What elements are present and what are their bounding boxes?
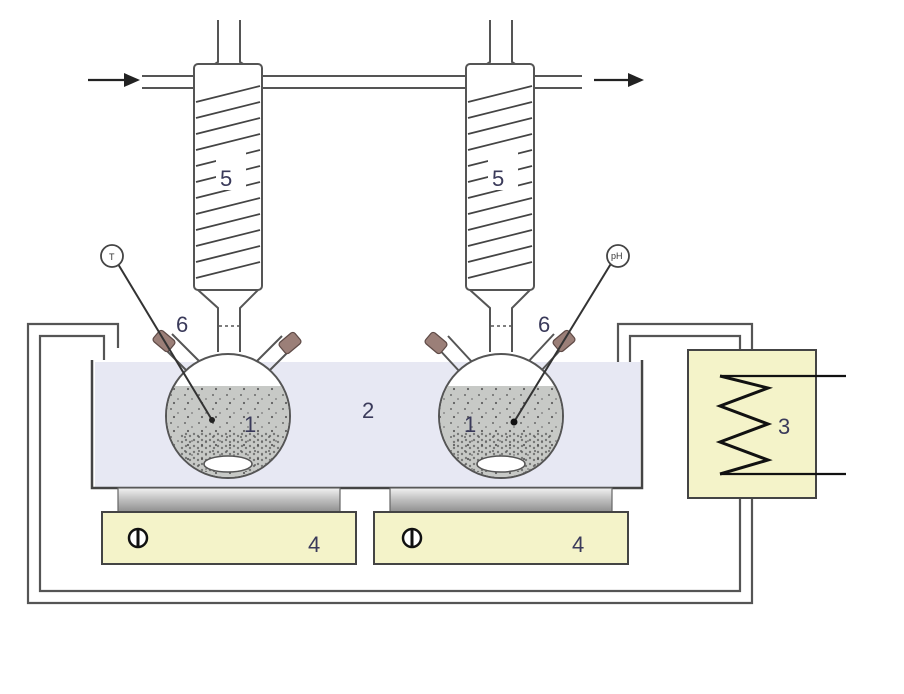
condenser-right: 5 <box>465 20 535 352</box>
heater-label: 3 <box>778 414 790 439</box>
thermometer-label: T <box>109 252 115 262</box>
flask-right: 1 6 <box>424 312 576 479</box>
stirrer-plate-left <box>117 487 341 513</box>
heating-coil-icon <box>715 374 774 476</box>
stirrer-plate-right <box>389 487 613 513</box>
stirrer-knob-left-icon[interactable] <box>127 527 149 549</box>
stirrer-right-label: 4 <box>572 532 584 557</box>
coolant-outlet-arrow <box>594 73 644 87</box>
condenser-right-label: 5 <box>492 166 504 191</box>
stirrer-base-left: 4 <box>101 511 357 565</box>
ph-label: pH <box>611 251 623 261</box>
stirrer-knob-right-icon[interactable] <box>401 527 423 549</box>
stirrer-base-right: 4 <box>373 511 629 565</box>
neck-left-label: 6 <box>176 312 188 337</box>
condenser-left-label: 5 <box>220 166 232 191</box>
circulation-tubing <box>26 322 754 605</box>
stirrer-left-label: 4 <box>308 532 320 557</box>
stir-bar-right <box>476 455 526 473</box>
condenser-left: 5 <box>193 20 263 352</box>
flask-left-label: 1 <box>244 412 256 437</box>
thermometer-probe: T <box>100 244 215 423</box>
stir-bar-left <box>203 455 253 473</box>
neck-right-label: 6 <box>538 312 550 337</box>
stopper-right-a <box>424 331 448 355</box>
bath-label: 2 <box>362 398 374 423</box>
thermometer-gauge <box>100 244 124 268</box>
ph-gauge <box>606 244 630 268</box>
flask-left: 1 6 <box>152 312 302 479</box>
heater-unit: 3 <box>687 349 846 499</box>
ph-probe: pH <box>510 244 630 426</box>
coolant-inlet-arrow <box>88 73 140 87</box>
stopper-left-b <box>278 331 302 355</box>
flask-right-label: 1 <box>464 412 476 437</box>
